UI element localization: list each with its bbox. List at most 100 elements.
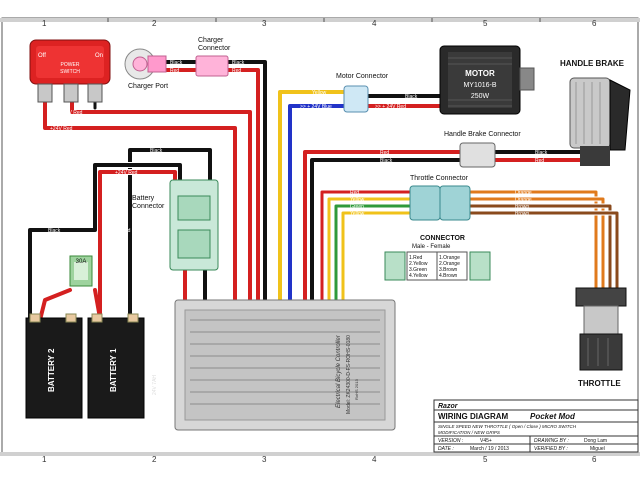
throttle-connector: Throttle Connector [409,175,471,221]
legend-left-4: 4.Yellow [409,273,428,279]
title-drawing-by: Dong Lam [584,438,607,444]
wire-label-black-charger2: Black [232,60,245,66]
wire-label-yellow-throttle2: Yellow [350,211,365,217]
legend-right-4: 4.Brown [439,273,458,279]
svg-text:Charger: Charger [198,37,224,44]
wire-label-brown1: Brown [515,204,529,210]
col-label-4-bottom: 4 [372,455,377,464]
wire-label-red24-batt: +24V Red [115,170,138,176]
title-main: WIRING DIAGRAM [438,412,509,421]
wire-label-yellow-throttle: Yellow [350,197,365,203]
power-switch-on: On [95,53,103,59]
fuse-label: 30A [76,259,87,265]
throttle: THROTTLE [575,287,627,388]
wire-label-black-charger: Black [170,60,183,66]
charger-port-label: Charger Port [128,83,168,90]
legend-left-1: 1.Red [409,255,423,261]
battery-connector: Battery Connector [132,179,219,271]
svg-text:Connector: Connector [132,203,165,210]
wire-label-black-batt: Black [150,148,163,154]
legend-left-2: 2.Yellow [409,261,428,267]
wire-label-brown2: Brown [515,211,529,217]
column-markers-top: 1 2 3 4 5 6 [42,18,597,28]
charger-port: Charger Port [124,48,168,90]
wire-label-black-motor: Black [405,94,418,100]
col-label-6-bottom: 6 [592,455,597,464]
wire-label-red24-batt2: +24V Red [108,228,131,234]
connector-legend: CONNECTOR Male - Female 1.Red 2.Yellow 3… [384,235,491,281]
title-desc1: SINGLE SPEED NEW THROTTLE ( Open / Close… [438,424,577,429]
battery-1-spec: 24V 7AH [152,375,158,395]
column-markers-bottom: 1 2 3 4 5 6 [42,455,597,464]
title-brand: Razor [438,403,459,410]
battery-1-label: BATTERY 1 [109,348,118,392]
title-block: Razor WIRING DIAGRAM Pocket Mod SINGLE S… [433,399,639,453]
wire-throttle-brown1 [467,203,613,293]
col-label-3: 3 [262,19,267,28]
title-version-label: VERSION : [438,438,464,444]
throttle-connector-label: Throttle Connector [410,175,469,182]
title-date-label: DATE : [438,446,454,452]
title-verified: Miguel [590,446,605,452]
wires [27,59,620,323]
wire-label-red-brake: Red [380,150,389,156]
wire-label-red24b: >> + 24V Red [375,104,406,110]
fuse: 30A [69,255,93,287]
wire-fuse-right [93,288,102,320]
battery-2-label: BATTERY 2 [47,348,56,392]
legend-right-3: 3.Brown [439,267,458,273]
wire-label-red24-switch: +24V Red [60,110,83,116]
wire-label-blue: >> + 24V Blue [300,104,332,110]
handle-brake-connector: Handle Brake Connector [444,131,521,168]
handle-brake-connector-label: Handle Brake Connector [444,131,521,138]
legend-left-3: 3.Green [409,267,427,273]
col-label-6: 6 [592,19,597,28]
wire-fuse-left [38,288,72,322]
wire-label-black-brake2: Black [535,150,548,156]
power-switch-label: POWER [61,62,80,68]
wire-label-red-brake2: Red [535,158,544,164]
controller-model: Model: ZK24300-D-FS-ROHS-0180 [346,335,352,414]
power-switch-off: Off [38,53,46,59]
svg-text:Battery: Battery [132,195,155,202]
legend-right-1: 1.Orange [439,255,460,261]
wire-label-red-charger: Red [170,68,179,74]
motor-line3: 250W [471,93,490,100]
motor-connector-label: Motor Connector [336,73,389,80]
title-desc2: MODIFICATION / NEW GRIPS [438,430,500,435]
wire-label-green-throttle: Green [350,204,364,210]
battery-1: BATTERY 1 24V 7AH [87,313,158,419]
motor: MOTOR MY1016-B 250W [439,45,535,115]
handle-brake: HANDLE BRAKE [560,59,631,166]
col-label-5-bottom: 5 [483,455,488,464]
col-label-2: 2 [152,19,157,28]
svg-text:Connector: Connector [198,45,231,52]
title-drawing-by-label: DRAWING BY : [534,438,569,444]
col-label-5: 5 [483,19,488,28]
wire-label-black-batt2: Black [48,228,61,234]
wire-label-orange2: Orange [515,197,532,203]
motor-line2: MY1016-B [463,82,496,89]
col-label-1: 1 [42,19,47,28]
handle-brake-label: HANDLE BRAKE [560,59,625,68]
title-date: March / 19 / 2013 [470,446,509,452]
motor-line1: MOTOR [465,69,495,78]
wire-labels: Black Red Black Red +24V Red +24V Red Ye… [48,60,548,234]
legend-subtitle: Male - Female [412,244,451,250]
svg-text:SWITCH: SWITCH [60,69,80,75]
controller-note: RoHS 2013 [354,379,359,400]
controller: Electrical Bicycle Controller Model: ZK2… [174,299,396,431]
wire-label-black-brake: Black [380,158,393,164]
legend-right-2: 2.Orange [439,261,460,267]
col-label-2-bottom: 2 [152,455,157,464]
title-model: Pocket Mod [530,412,576,421]
wire-label-yellow: Yellow [312,90,327,96]
legend-title: CONNECTOR [420,235,465,242]
title-version: V45+ [480,438,492,444]
title-verified-label: VERIFIED BY : [534,446,568,452]
col-label-1-bottom: 1 [42,455,47,464]
charger-connector: Charger Connector [195,37,231,77]
wire-label-red-charger2: Red [232,68,241,74]
wire-label-red24-switch2: +24V Red [50,126,73,132]
